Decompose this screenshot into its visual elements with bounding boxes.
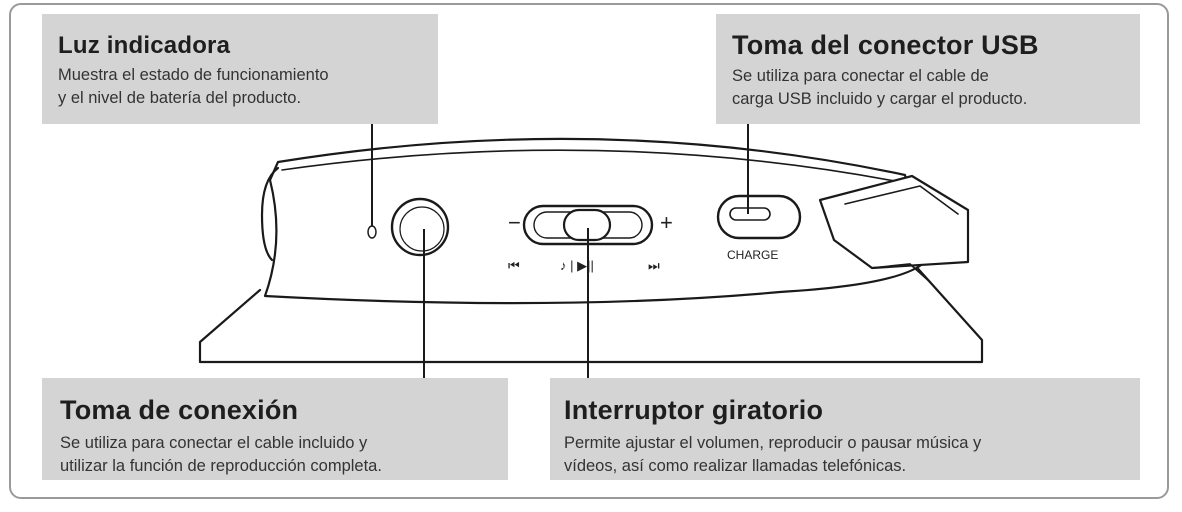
callout-text-line: Muestra el estado de funcionamiento	[58, 66, 329, 84]
callout-usb-port: Toma del conector USB Se utiliza para co…	[716, 14, 1140, 124]
usb-port	[716, 194, 802, 240]
volume-plus-label: +	[660, 210, 673, 235]
callout-title: Toma de conexión	[60, 395, 299, 425]
callout-text-line: utilizar la función de reproducción comp…	[60, 456, 382, 475]
callout-title: Toma del conector USB	[732, 30, 1039, 60]
charge-label: CHARGE	[727, 248, 778, 262]
volume-minus-label: −	[508, 210, 521, 235]
callout-text-line: vídeos, así como realizar llamadas telef…	[564, 456, 907, 475]
previous-track-label: ⏮	[508, 258, 520, 273]
connection-jack	[390, 197, 450, 257]
callout-connection-jack: Toma de conexión Se utiliza para conecta…	[42, 378, 508, 480]
callout-text-line: Permite ajustar el volumen, reproducir o…	[564, 434, 982, 452]
callout-text-line: Se utiliza para conectar el cable de	[732, 67, 989, 85]
indicator-led	[367, 225, 377, 239]
callout-text-line: y el nivel de batería del producto.	[58, 88, 302, 107]
next-track-label: ⏭	[648, 258, 660, 273]
callout-title: Interruptor giratorio	[564, 395, 824, 425]
callout-rotary-switch: Interruptor giratorio Permite ajustar el…	[550, 378, 1140, 480]
callout-text-line: carga USB incluido y cargar el producto.	[732, 89, 1028, 108]
call-play-pause-label: ♪ | ▶||	[560, 258, 594, 273]
callout-text-line: Se utiliza para conectar el cable inclui…	[60, 434, 368, 452]
callout-title: Luz indicadora	[58, 32, 231, 59]
ear-pad	[818, 174, 970, 270]
rotary-switch	[522, 204, 654, 246]
callout-indicator-light: Luz indicadora Muestra el estado de func…	[42, 14, 438, 124]
